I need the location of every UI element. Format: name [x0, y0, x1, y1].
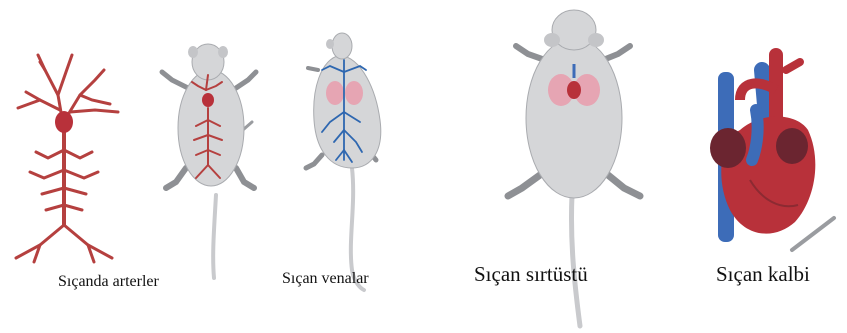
rat-veins-illustration — [306, 33, 381, 290]
caption-veins: Sıçan venalar — [282, 270, 369, 288]
rat-heart-illustration — [710, 55, 834, 250]
caption-heart: Sıçan kalbi — [716, 262, 810, 287]
rat-arteries-illustration — [162, 44, 256, 278]
artery-tree-illustration — [16, 55, 118, 262]
caption-arteries: Sıçanda arterler — [58, 273, 159, 291]
artery-heart — [55, 111, 73, 133]
caption-supine: Sıçan sırtüstü — [474, 262, 588, 287]
